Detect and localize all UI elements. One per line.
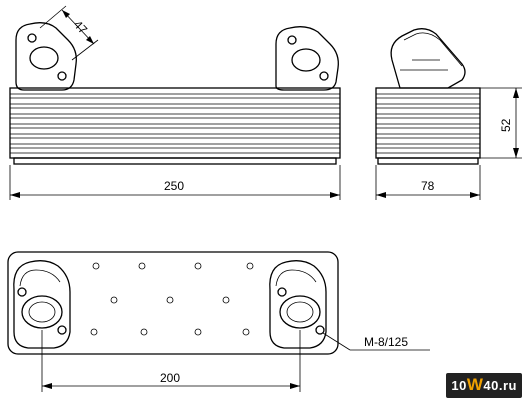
logo-big: W [466, 375, 484, 394]
left-flange-port [29, 46, 59, 70]
dim-250: 250 [9, 165, 341, 200]
logo-prefix: 10 [451, 378, 467, 393]
dim-52: 52 [480, 87, 522, 159]
dim-200-label: 200 [160, 371, 180, 385]
right-flange-bolt-top [287, 35, 297, 45]
right-flange-bolt-bottom [319, 71, 329, 81]
dim-200: 200 [41, 330, 301, 392]
side-view: 52 78 [375, 28, 522, 200]
dim-78: 78 [375, 165, 481, 200]
dim-47: 47 [39, 5, 99, 61]
mounting-holes [90, 262, 254, 336]
right-port-assembly [269, 260, 327, 349]
logo-suffix: 40.ru [483, 378, 517, 393]
core-outline [9, 87, 341, 159]
fin-lines [10, 93, 340, 154]
front-view: 47 250 [9, 5, 341, 200]
dim-52-label: 52 [499, 118, 513, 132]
side-flange [390, 28, 466, 89]
dim-78-label: 78 [421, 179, 435, 193]
site-logo[interactable]: 10W40.ru [446, 373, 522, 398]
front-base-plate [13, 157, 337, 165]
thread-callout: M-8/125 [322, 332, 430, 351]
side-flange-face [403, 32, 463, 67]
side-fin-lines [376, 93, 480, 154]
right-flange-port [291, 48, 321, 72]
plan-view: M-8/125 200 [7, 251, 430, 392]
left-flange [15, 22, 77, 91]
left-port-assembly [13, 260, 71, 349]
side-base-plate [377, 157, 479, 165]
dim-47-label: 47 [71, 17, 91, 37]
dim-250-label: 250 [164, 179, 184, 193]
side-core-outline [375, 87, 481, 159]
left-flange-bolt-top [27, 33, 37, 43]
threaded-hole [315, 325, 325, 335]
right-flange [275, 26, 339, 91]
left-flange-bolt-bottom [57, 71, 67, 81]
plan-outline [7, 251, 339, 355]
thread-callout-label: M-8/125 [364, 335, 408, 349]
